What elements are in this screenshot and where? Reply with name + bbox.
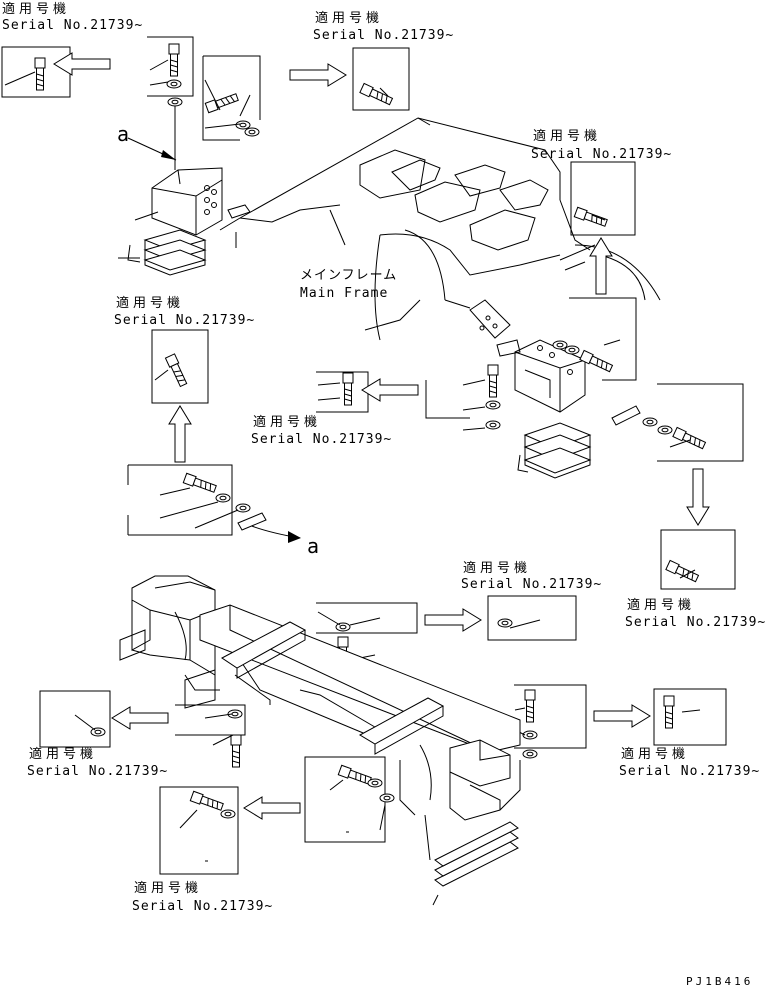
serial-number: Serial No.21739~	[461, 577, 602, 592]
arrow-icon	[243, 796, 301, 820]
washer-icon	[485, 400, 501, 410]
applicable-label: 適用号機	[533, 128, 601, 144]
bolt-icon	[665, 559, 700, 584]
rear-shim-stack	[517, 422, 592, 479]
applicable-label: 適用号機	[627, 597, 695, 613]
bolt-icon	[182, 472, 218, 495]
washer-icon	[367, 778, 383, 788]
washer-icon	[522, 730, 538, 740]
washer-icon	[166, 79, 182, 89]
leader-lines	[4, 59, 701, 831]
reference-arrow-top	[127, 137, 177, 161]
serial-number: Serial No.21739~	[619, 764, 760, 779]
bottom-shim-stack	[424, 814, 519, 906]
callout-box-left-lower	[39, 690, 246, 748]
plate-icon	[611, 405, 641, 426]
serial-label-right-upper: 適用号機 Serial No.21739~	[531, 128, 672, 162]
main-frame-body	[219, 117, 661, 341]
applicable-label: 適用号機	[621, 746, 689, 762]
arrow-icon	[111, 706, 169, 730]
main-frame-label-jp: メインフレーム	[300, 268, 397, 283]
applicable-label: 適用号機	[315, 10, 383, 26]
washer-icon	[564, 345, 580, 355]
reference-letter-a-bottom: a	[307, 534, 319, 558]
serial-label-center-lower: 適用号機 Serial No.21739~	[461, 560, 602, 592]
arrow-icon	[289, 63, 347, 87]
washer-icon	[215, 493, 231, 503]
plate-icon	[237, 512, 267, 531]
callout-box-right-lower	[514, 684, 727, 749]
bolt-icon	[524, 689, 536, 723]
serial-number: Serial No.21739~	[114, 313, 255, 328]
reference-letter-a-top: a	[117, 122, 129, 146]
serial-label-center: 適用号機 Serial No.21739~	[251, 414, 392, 447]
serial-label-top-center: 適用号機 Serial No.21739~	[313, 10, 454, 43]
serial-number: Serial No.21739~	[132, 899, 273, 914]
applicable-label: 適用号機	[2, 1, 70, 17]
callout-box-left-middle	[127, 329, 233, 536]
serial-number: Serial No.21739~	[27, 764, 168, 779]
washer-icon	[220, 809, 236, 819]
bolt-icon	[487, 364, 499, 398]
bolt-icon	[573, 206, 609, 229]
washer-icon	[522, 749, 538, 759]
bolt-icon	[359, 82, 394, 107]
rear-mount-bracket	[469, 299, 586, 413]
bolt-icon	[204, 91, 240, 114]
arrow-icon	[593, 704, 651, 728]
bolt-icon	[34, 57, 46, 91]
arrow-icon	[424, 608, 482, 632]
washer-icon	[235, 503, 251, 513]
bolt-icon	[663, 695, 675, 729]
applicable-label: 適用号機	[134, 880, 202, 896]
washer-icon	[657, 425, 673, 435]
washer-icon	[167, 97, 183, 107]
arrow-icon	[168, 405, 192, 463]
serial-number: Serial No.21739~	[313, 28, 454, 43]
lower-subframe	[119, 575, 521, 821]
serial-label-top-left: 適用号機 Serial No.21739~	[2, 1, 143, 33]
serial-label-right-middle: 適用号機 Serial No.21739~	[625, 597, 766, 630]
serial-label-left-lower: 適用号機 Serial No.21739~	[27, 746, 168, 779]
washer-icon	[552, 340, 568, 350]
bolt-icon	[189, 790, 225, 813]
washer-icon	[235, 120, 251, 130]
callout-box-right-upper	[569, 161, 637, 381]
bolt-icon	[672, 426, 707, 451]
washer-icon	[497, 618, 513, 628]
washer-icon	[642, 417, 658, 427]
drawing-code: PJ1B416	[686, 975, 753, 986]
arrow-icon	[53, 52, 111, 76]
callout-box-right-middle	[657, 383, 744, 590]
main-frame-label-en: Main Frame	[300, 286, 388, 301]
serial-number: Serial No.21739~	[531, 147, 672, 162]
applicable-label: 適用号機	[116, 295, 184, 311]
main-frame-label: メインフレーム Main Frame	[300, 268, 397, 301]
applicable-label: 適用号機	[463, 560, 531, 576]
applicable-label: 適用号機	[29, 746, 97, 762]
callout-box-bottom	[159, 756, 386, 875]
applicable-label: 適用号機	[253, 414, 321, 430]
washer-icon	[379, 793, 395, 803]
serial-number: Serial No.21739~	[251, 432, 392, 447]
bolt-icon	[342, 372, 354, 406]
serial-label-left-middle: 適用号機 Serial No.21739~	[114, 295, 255, 328]
bolt-icon	[164, 353, 189, 388]
serial-number: Serial No.21739~	[2, 18, 143, 33]
bolt-icon	[230, 734, 242, 768]
washer-icon	[485, 420, 501, 430]
front-mount-bracket	[134, 100, 251, 236]
serial-label-right-lower: 適用号機 Serial No.21739~	[619, 746, 760, 779]
callout-box-center-lower	[316, 595, 577, 641]
serial-number: Serial No.21739~	[625, 615, 766, 630]
arrow-icon	[361, 378, 419, 402]
bolt-icon	[168, 43, 180, 77]
bolt-icon	[337, 764, 373, 787]
front-shim-stack	[118, 229, 207, 276]
callout-box-top-center	[202, 47, 410, 141]
serial-label-bottom: 適用号機 Serial No.21739~	[132, 880, 273, 914]
arrow-icon	[686, 468, 710, 526]
washer-icon	[244, 127, 260, 137]
